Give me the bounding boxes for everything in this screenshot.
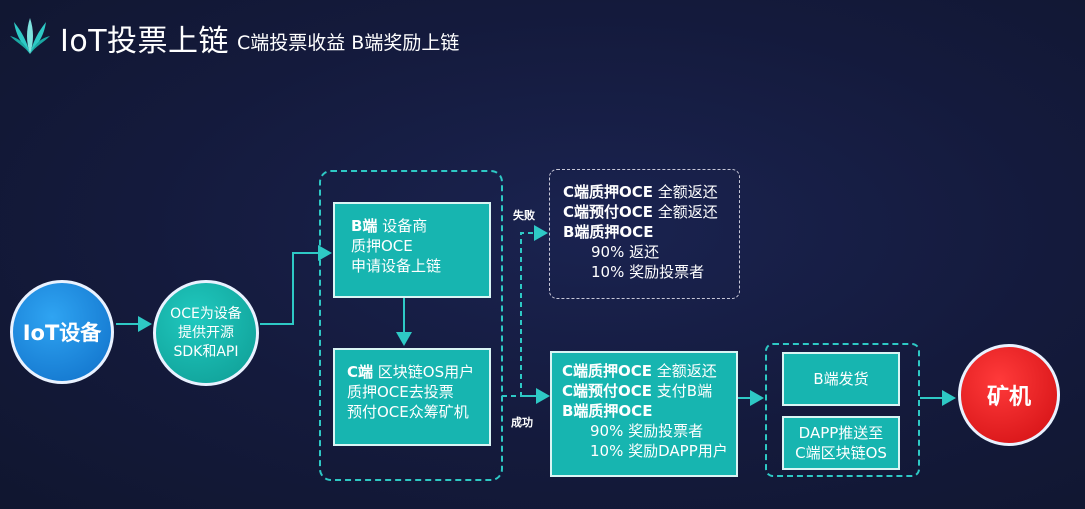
arrow-oce-to-b: [260, 245, 332, 325]
c-side-line: 预付OCE众筹矿机: [347, 403, 469, 421]
b-side-line: 申请设备上链: [351, 257, 442, 275]
c-side-line: 质押OCE去投票: [347, 383, 454, 401]
iot-device-label: IoT设备: [22, 321, 102, 345]
oce-line: SDK和API: [173, 343, 239, 360]
b-side-title: B端: [351, 217, 378, 235]
fail-line-rest: 全额返还: [657, 183, 718, 201]
fail-line-bold: C端预付OCE: [563, 203, 654, 221]
success-line-bold: C端预付OCE: [562, 382, 653, 400]
mining-machine-label: 矿机: [986, 385, 1031, 410]
success-line-bold: C端质押OCE: [562, 362, 653, 380]
dapp-push-box: DAPP推送至 C端区块链OS: [782, 416, 900, 470]
oce-line: 提供开源: [177, 324, 234, 341]
participants-group: [319, 170, 503, 481]
success-line: 10% 奖励DAPP用户: [590, 442, 728, 460]
b-ship-box: B端发货: [782, 352, 900, 406]
c-side-title-rest: 区块链OS用户: [377, 363, 475, 381]
success-line-rest: 支付B端: [656, 382, 713, 400]
success-line-rest: 全额返还: [656, 362, 717, 380]
fail-line: 10% 奖励投票者: [591, 263, 705, 281]
page-title: IoT投票上链: [60, 24, 230, 59]
dapp-push-line: C端区块链OS: [795, 444, 887, 462]
iot-device-node: IoT设备: [10, 280, 114, 384]
fail-outcome-text: C端质押OCE 全额返还 C端预付OCE 全额返还 B端质押OCE 90% 返还…: [563, 182, 718, 282]
success-label: 成功: [511, 416, 533, 429]
fail-line-rest: 全额返还: [657, 203, 718, 221]
success-outcome-box: C端质押OCE 全额返还 C端预付OCE 支付B端 B端质押OCE 90% 奖励…: [550, 351, 738, 477]
logo-icon: [10, 18, 50, 54]
c-side-box: C端 区块链OS用户 质押OCE去投票 预付OCE众筹矿机: [333, 348, 491, 446]
fail-line: 90% 返还: [591, 243, 660, 261]
b-side-line: 质押OCE: [351, 237, 413, 255]
fail-outcome-box: [549, 169, 740, 299]
mining-machine-node: 矿机: [958, 344, 1060, 446]
oce-line: OCE为设备: [170, 305, 242, 322]
arrow-to-fail: [502, 225, 548, 397]
c-side-title: C端: [347, 363, 374, 381]
b-side-title-rest: 设备商: [382, 217, 428, 235]
page-subtitle: C端投票收益 B端奖励上链: [237, 32, 460, 54]
success-line-bold: B端质押OCE: [562, 402, 653, 420]
dapp-push-line: DAPP推送至: [798, 424, 884, 442]
b-ship-label: B端发货: [813, 370, 869, 388]
delivery-group: [765, 343, 920, 477]
fail-line-bold: C端质押OCE: [563, 183, 654, 201]
fail-label: 失败: [513, 209, 535, 222]
success-line: 90% 奖励投票者: [590, 422, 704, 440]
b-side-box: B端 设备商 质押OCE 申请设备上链: [333, 202, 491, 298]
oce-sdk-node: OCE为设备 提供开源 SDK和API: [153, 280, 259, 386]
fail-line-bold: B端质押OCE: [563, 223, 654, 241]
